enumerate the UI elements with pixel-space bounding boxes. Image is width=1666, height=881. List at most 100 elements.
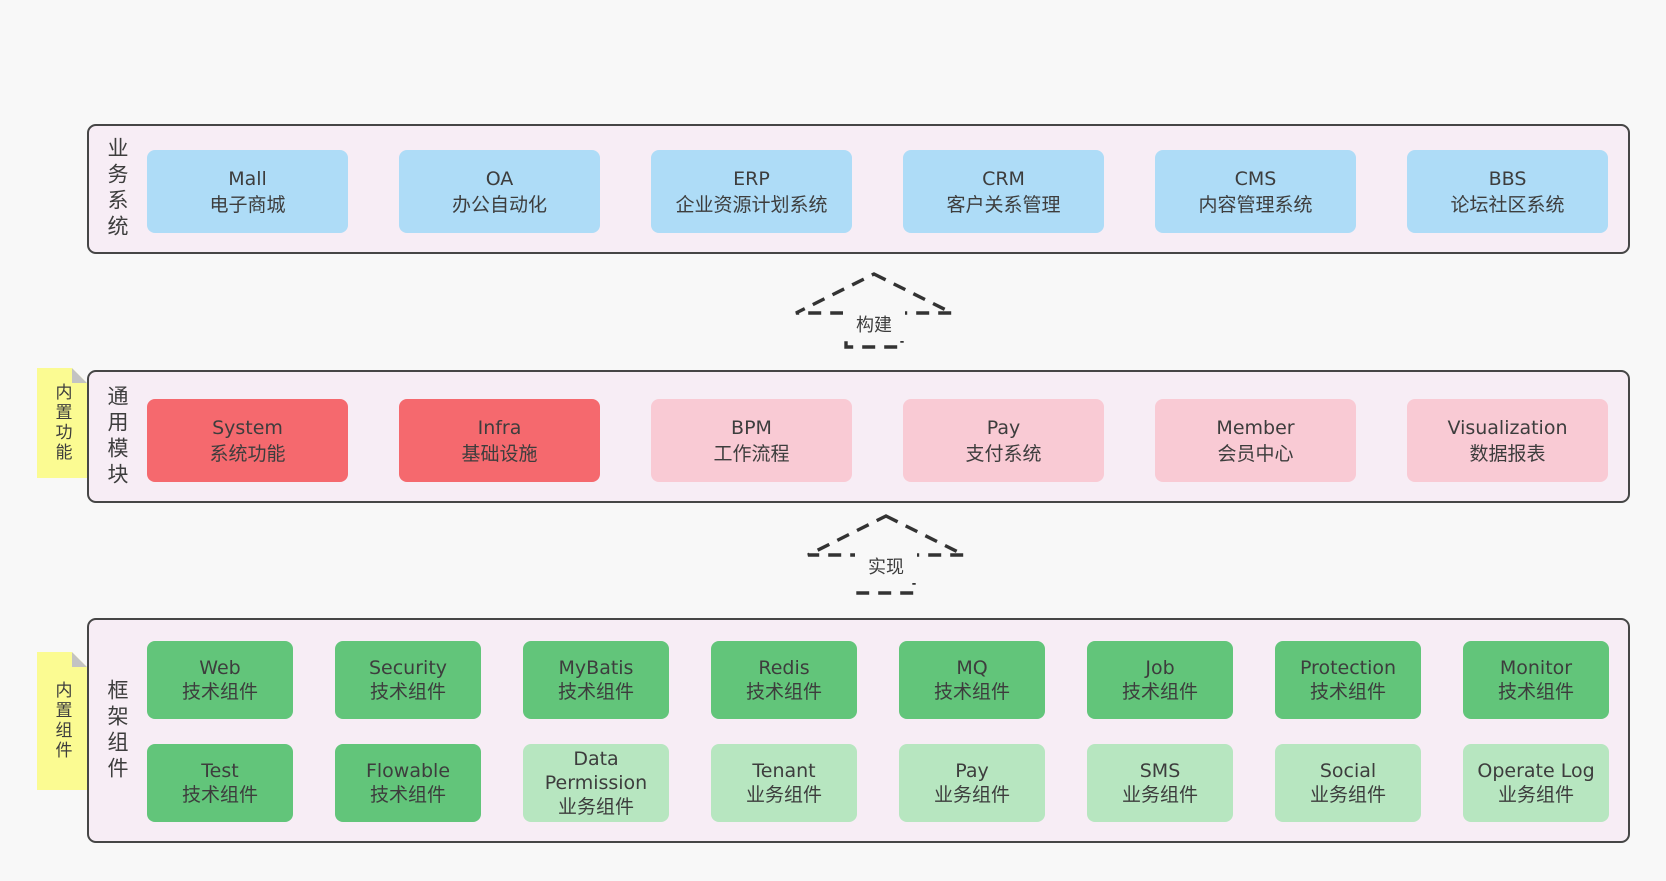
box-subtitle: 技术组件 (745, 681, 822, 703)
box-title: Infra (477, 416, 522, 439)
box-infra: Infra 基础设施 (399, 399, 600, 482)
panel-side-label: 框架组件 (105, 678, 129, 783)
box-subtitle: 技术组件 (369, 681, 446, 703)
box-title: Mall (228, 167, 267, 190)
box-monitor: Monitor 技术组件 (1463, 641, 1609, 719)
panel-side-label: 通用模块 (105, 384, 129, 489)
box-erp: ERP 企业资源计划系统 (651, 150, 852, 233)
box-subtitle: 技术组件 (181, 681, 258, 703)
box-mall: Mall 电子商城 (147, 150, 348, 233)
box-title: CRM (982, 167, 1025, 190)
box-title: Protection (1299, 657, 1397, 679)
box-title: Job (1145, 657, 1175, 679)
box-row: Web 技术组件 Security 技术组件 MyBatis 技术组件 Redi… (147, 641, 1609, 719)
box-visualization: Visualization 数据报表 (1407, 399, 1608, 482)
box-subtitle: 业务组件 (557, 796, 634, 818)
box-social: Social 业务组件 (1275, 744, 1421, 822)
box-title: Pay (986, 416, 1021, 439)
box-subtitle: 系统功能 (209, 442, 286, 465)
box-subtitle: 工作流程 (713, 442, 790, 465)
box-tenant: Tenant 业务组件 (711, 744, 857, 822)
box-title: ERP (733, 167, 770, 190)
panel-framework-components: 框架组件 Web 技术组件 Security 技术组件 MyBatis 技术组件… (87, 618, 1630, 843)
box-subtitle: 内容管理系统 (1198, 193, 1313, 216)
box-title: Monitor (1499, 657, 1573, 679)
box-row: Mall 电子商城 OA 办公自动化 ERP 企业资源计划系统 CRM 客户关系… (147, 150, 1608, 233)
box-subtitle: 业务组件 (933, 784, 1010, 806)
box-title: MQ (956, 657, 988, 679)
box-subtitle: 技术组件 (933, 681, 1010, 703)
box-title: CMS (1234, 167, 1277, 190)
box-row: Test 技术组件 Flowable 技术组件 Data Permission … (147, 744, 1609, 822)
box-title: Visualization (1447, 416, 1568, 439)
box-system: System 系统功能 (147, 399, 348, 482)
box-title: Security (368, 657, 448, 679)
box-subtitle: 技术组件 (557, 681, 634, 703)
up-arrow-implement-icon: 实现 (807, 514, 965, 595)
note-fold-corner (72, 652, 87, 667)
sticky-note-built-in-features: 内置功能 (37, 368, 87, 478)
note-label: 内置组件 (51, 681, 72, 761)
box-subtitle: 技术组件 (1309, 681, 1386, 703)
box-subtitle: 技术组件 (1497, 681, 1574, 703)
box-redis: Redis 技术组件 (711, 641, 857, 719)
box-row: System 系统功能 Infra 基础设施 BPM 工作流程 Pay 支付系统… (147, 399, 1608, 482)
box-member: Member 会员中心 (1155, 399, 1356, 482)
box-title: OA (485, 167, 514, 190)
box-security: Security 技术组件 (335, 641, 481, 719)
box-flowable: Flowable 技术组件 (335, 744, 481, 822)
box-sms: SMS 业务组件 (1087, 744, 1233, 822)
box-title: BPM (731, 416, 772, 439)
box-title: Pay (955, 760, 989, 782)
up-arrow-build-icon: 构建 (795, 272, 953, 349)
box-bbs: BBS 论坛社区系统 (1407, 150, 1608, 233)
box-subtitle: 业务组件 (1309, 784, 1386, 806)
box-title: MyBatis (558, 657, 634, 679)
box-protection: Protection 技术组件 (1275, 641, 1421, 719)
box-subtitle: 基础设施 (461, 442, 538, 465)
box-subtitle: 论坛社区系统 (1450, 193, 1565, 216)
box-subtitle: 技术组件 (181, 784, 258, 806)
box-web: Web 技术组件 (147, 641, 293, 719)
box-title: Test (201, 760, 239, 782)
box-subtitle: 业务组件 (1121, 784, 1198, 806)
box-subtitle: 支付系统 (965, 442, 1042, 465)
box-title: Social (1319, 760, 1377, 782)
box-subtitle: 会员中心 (1217, 442, 1294, 465)
box-pay-component: Pay 业务组件 (899, 744, 1045, 822)
box-data-permission: Data Permission 业务组件 (523, 744, 669, 822)
box-subtitle: 业务组件 (1497, 784, 1574, 806)
box-title: Flowable (365, 760, 451, 782)
sticky-note-built-in-components: 内置组件 (37, 652, 87, 790)
box-subtitle: 技术组件 (369, 784, 446, 806)
box-mq: MQ 技术组件 (899, 641, 1045, 719)
box-title: Operate Log (1477, 760, 1595, 782)
note-fold-corner (72, 368, 87, 383)
arrow-label: 构建 (856, 315, 892, 336)
box-bpm: BPM 工作流程 (651, 399, 852, 482)
box-title: BBS (1488, 167, 1527, 190)
box-crm: CRM 客户关系管理 (903, 150, 1104, 233)
box-title: Member (1216, 416, 1295, 439)
box-oa: OA 办公自动化 (399, 150, 600, 233)
box-subtitle: 电子商城 (209, 193, 286, 216)
box-job: Job 技术组件 (1087, 641, 1233, 719)
box-title: System (212, 416, 283, 439)
panel-business-systems: 业务系统 Mall 电子商城 OA 办公自动化 ERP 企业资源计划系统 CRM… (87, 124, 1630, 254)
panel-side-label: 业务系统 (105, 137, 129, 241)
box-subtitle: 客户关系管理 (946, 193, 1061, 216)
box-title: Tenant (752, 760, 816, 782)
box-title: Web (199, 657, 241, 679)
box-title: SMS (1139, 760, 1181, 782)
arrow-label: 实现 (868, 557, 904, 578)
box-subtitle: 数据报表 (1469, 442, 1546, 465)
box-cms: CMS 内容管理系统 (1155, 150, 1356, 233)
box-mybatis: MyBatis 技术组件 (523, 641, 669, 719)
box-subtitle: 业务组件 (745, 784, 822, 806)
box-test: Test 技术组件 (147, 744, 293, 822)
box-operate-log: Operate Log 业务组件 (1463, 744, 1609, 822)
note-label: 内置功能 (51, 383, 72, 463)
box-subtitle: 企业资源计划系统 (675, 193, 828, 216)
arrow-label-bg (855, 550, 917, 583)
box-title: Redis (758, 657, 810, 679)
